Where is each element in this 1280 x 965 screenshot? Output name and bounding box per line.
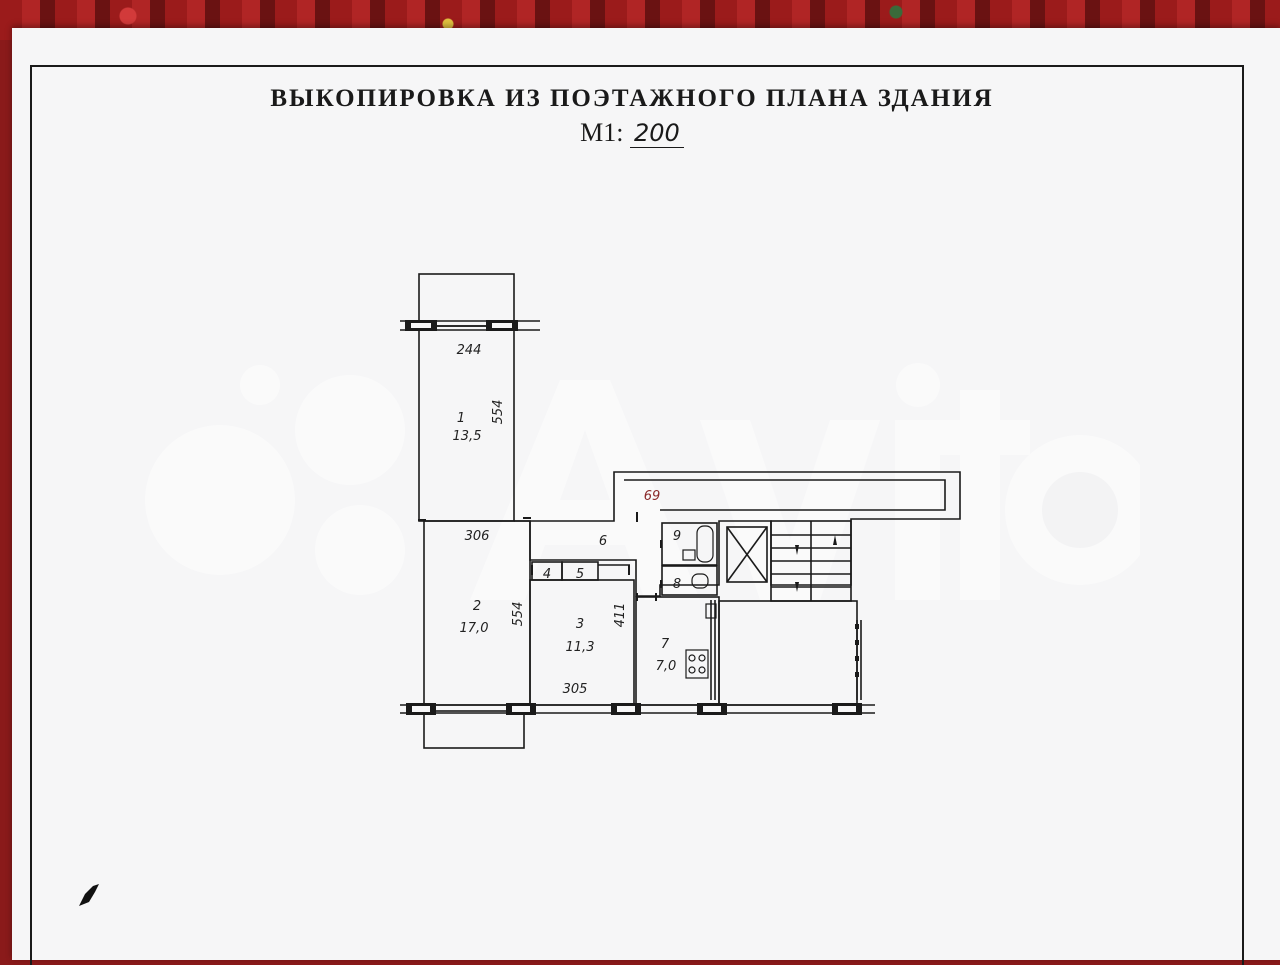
scale-value: 200 [630, 119, 684, 148]
elevator-shaft [726, 526, 768, 583]
room-5-number: 5 [576, 567, 584, 582]
room-3-area: 11,3 [566, 640, 595, 655]
room-7-area: 7,0 [656, 659, 677, 674]
dimension-305: 305 [563, 682, 588, 697]
room-2-number: 2 [473, 599, 481, 614]
room-9-number: 9 [673, 529, 681, 544]
dimension-306: 306 [465, 529, 490, 544]
bath-9-outline [661, 522, 718, 566]
scale-prefix: М1: [580, 118, 624, 147]
room-7-number: 7 [661, 637, 670, 652]
room-1-number: 1 [457, 411, 465, 426]
balcony-bottom [423, 710, 525, 749]
dimension-411: 411 [613, 603, 628, 628]
bathtub-icon [696, 525, 714, 563]
ink-mark [79, 884, 99, 906]
paper-sheet [12, 28, 1280, 960]
room-6-number: 6 [599, 534, 607, 549]
balcony-top [418, 273, 515, 327]
toilet-icon [691, 573, 709, 589]
dimension-69: 69 [644, 489, 661, 504]
room-8-number: 8 [673, 577, 681, 592]
dimension-244: 244 [457, 343, 482, 358]
stove-icon [685, 649, 709, 679]
plan-scale: М1: 200 [0, 118, 1264, 148]
closet-5-outline [561, 561, 599, 581]
kitchen-sink-icon [705, 603, 717, 619]
plan-title: ВЫКОПИРОВКА ИЗ ПОЭТАЖНОГО ПЛАНА ЗДАНИЯ [270, 85, 994, 112]
watermark-logo [145, 363, 1140, 600]
wc-8-outline [661, 565, 718, 596]
sink-icon [682, 549, 696, 561]
dimension-554-room2: 554 [511, 602, 526, 627]
room-4-number: 4 [543, 567, 551, 582]
room-1-area: 13,5 [453, 429, 482, 444]
room-2-area: 17,0 [460, 621, 489, 636]
neighbor-room [718, 600, 858, 706]
room-3-number: 3 [576, 617, 584, 632]
drawing-frame [30, 65, 1244, 965]
dimension-554-room1: 554 [491, 400, 506, 425]
